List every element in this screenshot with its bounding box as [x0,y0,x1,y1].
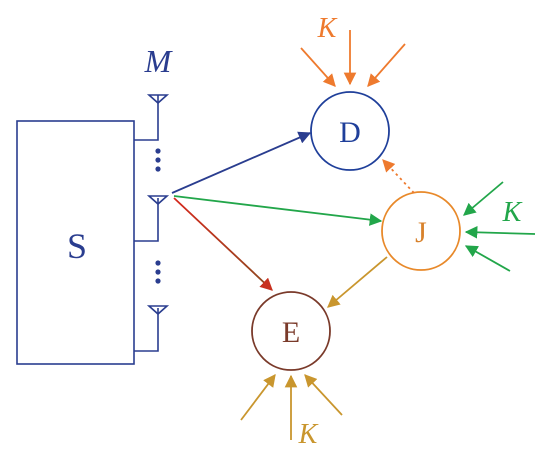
interference-label-eavesdropper: K [298,419,319,450]
source-block [16,120,135,365]
eavesdropper-label: E [282,316,300,349]
jammer-node [381,191,461,271]
antenna-feed-middle [134,198,159,242]
link-source-to-jammer [173,195,383,226]
antenna-feed-top [134,95,159,141]
interference-arrows-jammer [463,181,536,272]
antenna-ellipsis-upper [155,148,161,172]
antenna-count-label: M [144,43,174,79]
source-label: S [67,226,87,266]
eavesdropper-node [251,291,331,371]
link-source-to-eavesdropper [173,197,273,291]
interference-arrows-destination [300,30,406,87]
antenna-array [134,94,170,352]
interference-label-destination: K [317,13,338,44]
antenna-feed-bottom [134,308,159,352]
antenna-top-icon [146,94,170,105]
link-jammer-to-destination-dotted [382,159,415,194]
destination-node [310,91,390,171]
interference-label-jammer: K [502,197,523,228]
jammer-label: J [415,216,427,249]
link-jammer-to-eavesdropper [327,256,388,308]
interference-arrows-eavesdropper [240,373,343,440]
destination-label: D [339,116,361,149]
link-source-to-destination [171,131,312,194]
antenna-ellipsis-lower [155,260,161,284]
antenna-bottom-icon [146,305,170,316]
antenna-middle-icon [146,195,170,206]
